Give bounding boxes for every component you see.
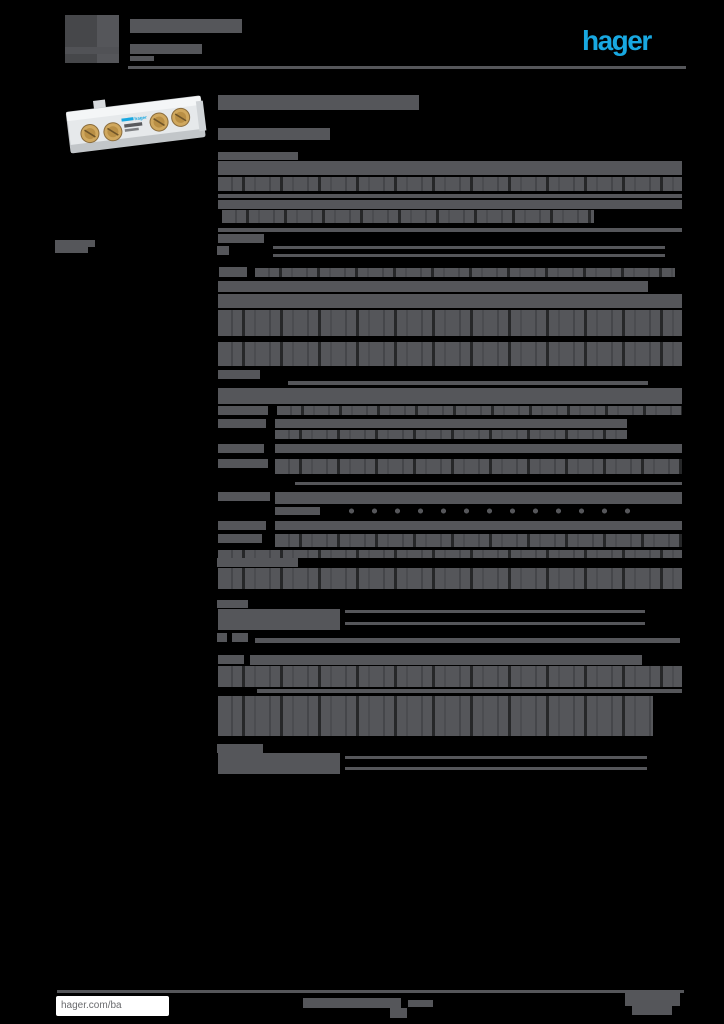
spec-value-bar xyxy=(218,177,682,191)
spec-value-bar xyxy=(255,268,675,277)
spec-value-bar xyxy=(275,419,627,428)
device-ref-label2 xyxy=(124,127,139,132)
spec-value-bar xyxy=(218,388,682,404)
product-photo: hager xyxy=(65,95,207,154)
issuer-logo-block xyxy=(65,15,119,63)
spec-value-bar xyxy=(222,210,594,223)
spec-label-bar xyxy=(217,246,229,255)
product-title-bar xyxy=(218,95,419,110)
spec-value-bar xyxy=(275,521,682,530)
header-rule xyxy=(128,66,686,69)
spec-label-bar xyxy=(217,558,298,567)
product-body-side xyxy=(195,100,207,132)
spec-value-bar xyxy=(275,459,682,474)
terminal-screws xyxy=(80,107,191,144)
footer-info-bar xyxy=(303,998,401,1008)
spec-separator xyxy=(288,381,648,385)
spec-label-bar xyxy=(218,492,270,501)
spec-separator xyxy=(255,638,680,643)
spec-label-bar xyxy=(232,633,248,642)
page-number-bar xyxy=(632,1006,672,1015)
spec-label-bar xyxy=(218,521,266,530)
spec-label-bar xyxy=(218,444,264,453)
spec-label-bar xyxy=(217,744,263,753)
device-ref-label xyxy=(124,122,143,128)
spec-separator xyxy=(218,194,682,198)
spec-label-bar xyxy=(218,406,268,415)
spec-label-bar xyxy=(217,633,227,642)
footer-website-link[interactable]: hager.com/ba xyxy=(56,996,169,1016)
spec-label-bar xyxy=(218,753,340,774)
spec-label-bar xyxy=(218,234,264,243)
spec-value-rule xyxy=(345,610,645,625)
spec-label-bar xyxy=(218,534,262,543)
spec-section-band xyxy=(218,568,682,589)
spec-value-bar xyxy=(275,507,320,515)
spec-value-bar xyxy=(218,161,682,175)
spec-value-rule xyxy=(273,246,665,257)
issuer-logo-stripe xyxy=(97,15,119,63)
issuer-logo-band xyxy=(65,47,119,54)
spec-value-bar xyxy=(275,430,627,439)
spec-value-bar xyxy=(218,342,682,366)
spec-value-bar xyxy=(277,406,682,415)
spec-value-bar xyxy=(275,492,682,504)
spec-label-bar xyxy=(218,152,298,160)
spec-label-bar xyxy=(218,419,266,428)
spec-value-bar xyxy=(218,550,682,558)
spec-value-bar xyxy=(218,200,682,209)
device-brand-label: hager xyxy=(134,115,147,122)
spec-paragraph-block xyxy=(218,696,653,736)
spec-value-bar xyxy=(275,534,682,547)
spec-section-band xyxy=(218,666,682,687)
spec-label-bar xyxy=(218,370,260,379)
doc-subtitle-bar xyxy=(130,44,202,54)
doc-title-bar xyxy=(130,19,242,33)
margin-note-bar xyxy=(55,240,95,247)
product-body-top xyxy=(66,95,202,122)
spec-label-bar xyxy=(218,609,340,630)
hager-logo: hager xyxy=(582,25,652,56)
spec-value-bar xyxy=(218,310,682,336)
spec-value-rule xyxy=(345,756,647,770)
footer-info-bar xyxy=(390,1008,407,1018)
footer-info-bar xyxy=(408,1000,433,1007)
spec-label-bar xyxy=(218,655,244,664)
spec-value-bar xyxy=(275,444,682,453)
margin-note-bar xyxy=(55,247,88,253)
device-label-accent xyxy=(121,117,134,122)
spec-value-bar xyxy=(250,655,642,665)
spec-separator xyxy=(257,689,682,693)
doc-subtitle-bar xyxy=(130,56,154,61)
spec-separator xyxy=(218,228,682,232)
product-ref-bar xyxy=(218,128,330,140)
spec-label-bar xyxy=(217,600,248,608)
spec-separator xyxy=(295,482,682,485)
spec-value-bar xyxy=(218,281,648,292)
footer-rule xyxy=(57,990,684,993)
product-body-bottom xyxy=(70,128,206,154)
spec-value-bar xyxy=(218,294,682,308)
spec-dotted-row xyxy=(340,507,630,515)
spec-label-bar xyxy=(218,459,268,468)
page-number-bar xyxy=(625,991,680,1006)
spec-label-bar xyxy=(219,267,247,277)
